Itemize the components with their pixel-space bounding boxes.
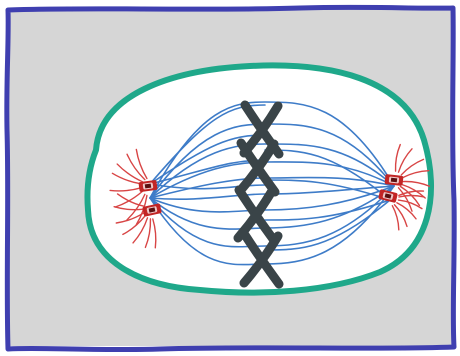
- astral-ray: [391, 204, 400, 231]
- astral-ray: [398, 194, 425, 198]
- astral-ray: [397, 187, 413, 212]
- astral-ray: [402, 180, 431, 187]
- astral-ray: [109, 187, 142, 192]
- astral-ray: [394, 143, 401, 172]
- astral-ray: [116, 193, 145, 207]
- spindle-fiber: [264, 199, 391, 251]
- astral-ray: [398, 190, 425, 197]
- centrosome: [142, 203, 162, 217]
- astral-ray: [397, 199, 423, 210]
- centrosome: [384, 174, 404, 186]
- spindle-fiber: [149, 104, 266, 185]
- centrosome: [138, 180, 158, 192]
- spindle-fiber: [149, 185, 395, 248]
- astral-rays: [109, 143, 431, 249]
- astral-ray: [126, 193, 146, 221]
- centrosome: [378, 189, 398, 203]
- astral-ray: [116, 163, 144, 183]
- spindle-fiber: [149, 101, 395, 199]
- centrosomes: [138, 174, 404, 217]
- astral-ray: [396, 202, 417, 220]
- astral-ray: [132, 217, 149, 244]
- astral-ray: [393, 204, 408, 228]
- astral-ray: [152, 218, 157, 249]
- chromosome: [239, 230, 284, 289]
- spindle-fiber: [264, 179, 391, 201]
- astral-ray: [126, 153, 146, 181]
- astral-ray: [113, 205, 144, 211]
- astral-ray: [115, 212, 145, 224]
- spindle-fiber: [149, 143, 395, 199]
- astral-ray: [122, 215, 146, 236]
- astral-ray: [397, 148, 413, 173]
- spindle-fiber: [149, 183, 266, 190]
- cell-membrane: [84, 62, 434, 296]
- outer-frame: [4, 4, 457, 353]
- astral-ray: [144, 218, 152, 249]
- astral-ray: [401, 169, 430, 179]
- astral-ray: [400, 158, 425, 176]
- spindle-fiber: [264, 199, 391, 221]
- chromosomes: [233, 100, 284, 289]
- astral-ray: [135, 148, 148, 180]
